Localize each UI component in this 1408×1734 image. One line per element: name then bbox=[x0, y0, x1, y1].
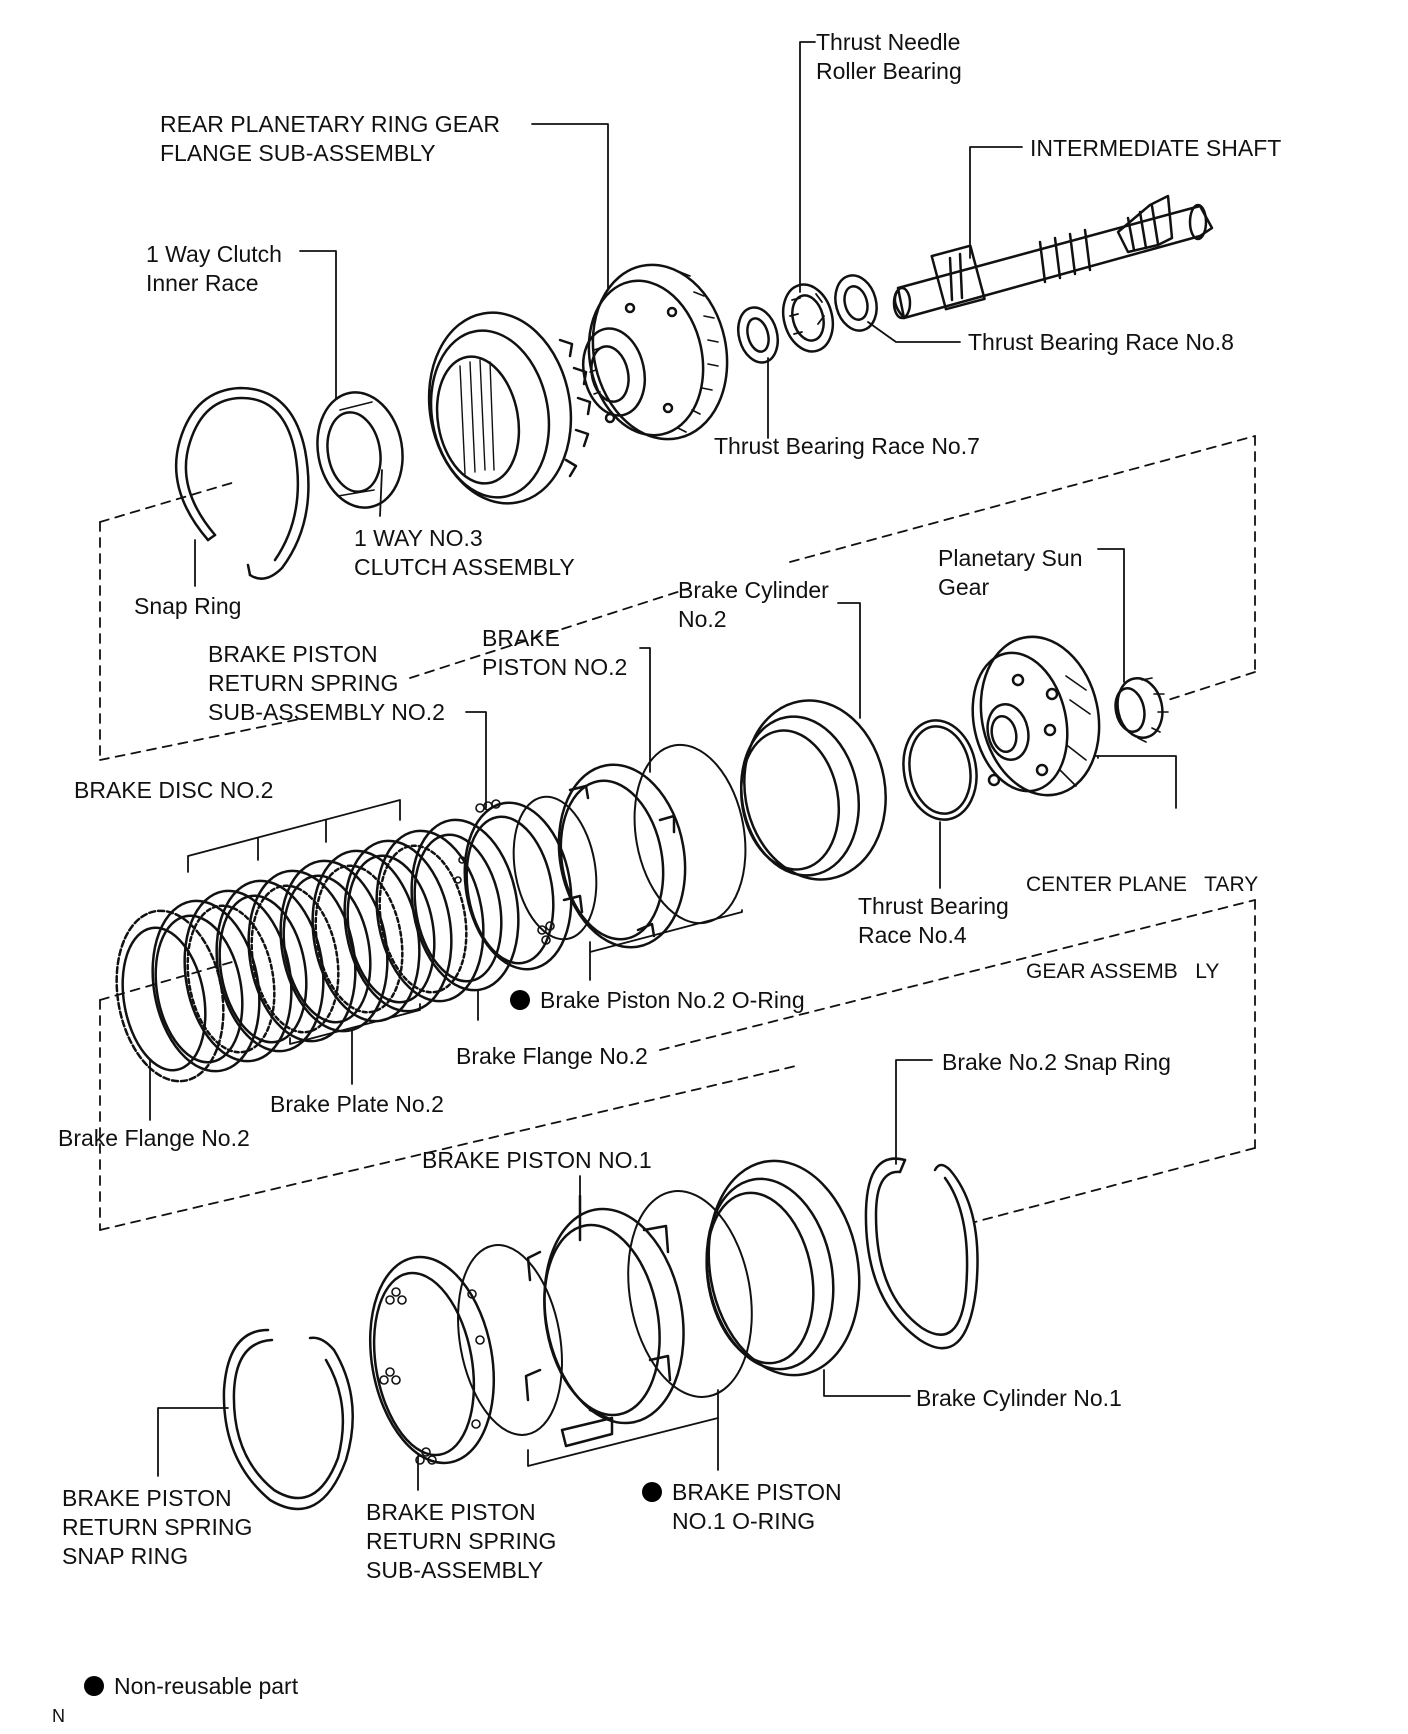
brake-piston-no2-drawing bbox=[557, 763, 687, 949]
label-center-planetary-gear: CENTER PLANE TARY GEAR ASSEMB LY bbox=[1026, 873, 1259, 983]
brake-piston-return-spring-no2-drawing bbox=[454, 799, 573, 971]
brake-no2-snap-ring-drawing bbox=[864, 1157, 979, 1350]
label-brake-piston-no1-oring: BRAKE PISTON NO.1 O-RING bbox=[642, 1478, 842, 1536]
brake-cylinder-no1-drawing bbox=[705, 1159, 861, 1377]
label-planetary-sun-gear: Planetary Sun Gear bbox=[938, 545, 1083, 600]
label-snap-ring: Snap Ring bbox=[134, 593, 242, 619]
label-brake-piston-return-spring-snap-ring: BRAKE PISTON RETURN SPRING SNAP RING bbox=[62, 1485, 253, 1569]
brake-flange-no2-outer-drawing bbox=[115, 909, 225, 1083]
thrust-bearing-race-no8-drawing bbox=[834, 274, 878, 332]
assembly-axis-dashed bbox=[99, 435, 1256, 1231]
snap-ring-top-drawing bbox=[174, 386, 310, 580]
label-brake-piston-return-spring-sub: BRAKE PISTON RETURN SPRING SUB-ASSEMBLY bbox=[366, 1499, 557, 1583]
label-brake-piston-return-spring-no2: BRAKE PISTON RETURN SPRING SUB-ASSEMBLY … bbox=[208, 641, 445, 725]
label-brake-no2-snap-ring: Brake No.2 Snap Ring bbox=[942, 1049, 1171, 1075]
planetary-sun-gear-drawing bbox=[1114, 677, 1169, 743]
label-brake-cylinder-no2: Brake Cylinder No.2 bbox=[678, 577, 829, 632]
intermediate-shaft-drawing bbox=[892, 194, 1214, 320]
one-way-clutch-inner-race-drawing bbox=[316, 391, 404, 509]
brake-disc-pack-drawing bbox=[151, 818, 520, 1073]
brake-piston-return-spring-drawing bbox=[368, 1255, 496, 1465]
rear-planetary-ring-gear-drawing bbox=[582, 263, 729, 441]
brake-cylinder-no2-drawing bbox=[739, 699, 887, 881]
label-rear-planetary-ring-gear: REAR PLANETARY RING GEAR FLANGE SUB-ASSE… bbox=[160, 111, 500, 166]
label-brake-cylinder-no1: Brake Cylinder No.1 bbox=[916, 1385, 1122, 1411]
label-thrust-bearing-race-no4: Thrust Bearing Race No.4 bbox=[858, 893, 1009, 948]
label-brake-piston-no2: BRAKE PISTON NO.2 bbox=[482, 625, 628, 680]
one-way-no3-clutch-drawing bbox=[427, 311, 592, 505]
non-reusable-dot-icon bbox=[84, 1676, 104, 1696]
legend-non-reusable: Non-reusable part bbox=[84, 1672, 298, 1701]
label-brake-piston-no2-oring: Brake Piston No.2 O-Ring bbox=[510, 986, 805, 1015]
brake-piston-no1-oring-drawing bbox=[457, 1190, 753, 1436]
center-planetary-gear-drawing bbox=[971, 635, 1101, 797]
label-brake-flange-no2-upper: Brake Flange No.2 bbox=[456, 1043, 648, 1069]
label-thrust-bearing-race-no8: Thrust Bearing Race No.8 bbox=[968, 329, 1234, 355]
label-brake-plate-no2: Brake Plate No.2 bbox=[270, 1091, 444, 1117]
label-brake-piston-no1: BRAKE PISTON NO.1 bbox=[422, 1147, 652, 1173]
non-reusable-dot-icon bbox=[642, 1482, 662, 1502]
corner-code: N bbox=[52, 1706, 65, 1726]
label-brake-flange-no2-lower: Brake Flange No.2 bbox=[58, 1125, 250, 1151]
label-thrust-bearing-race-no7: Thrust Bearing Race No.7 bbox=[714, 433, 980, 459]
non-reusable-dot-icon bbox=[510, 990, 530, 1010]
label-one-way-no3-clutch: 1 WAY NO.3 CLUTCH ASSEMBLY bbox=[354, 525, 575, 580]
thrust-bearing-race-no7-drawing bbox=[737, 306, 779, 364]
thrust-bearing-race-no4-drawing bbox=[902, 719, 978, 821]
brake-piston-no1-drawing bbox=[524, 1194, 685, 1448]
leader-lines bbox=[149, 41, 1177, 1491]
thrust-needle-roller-bearing-drawing bbox=[781, 283, 835, 353]
brake-piston-no2-oring-drawing bbox=[512, 743, 747, 941]
label-thrust-needle-roller-bearing: Thrust Needle Roller Bearing bbox=[816, 29, 962, 84]
return-spring-snap-ring-drawing bbox=[222, 1328, 354, 1511]
label-one-way-clutch-inner-race: 1 Way Clutch Inner Race bbox=[146, 241, 282, 296]
label-brake-disc-no2: BRAKE DISC NO.2 bbox=[74, 777, 274, 803]
label-intermediate-shaft: INTERMEDIATE SHAFT bbox=[1030, 135, 1282, 161]
